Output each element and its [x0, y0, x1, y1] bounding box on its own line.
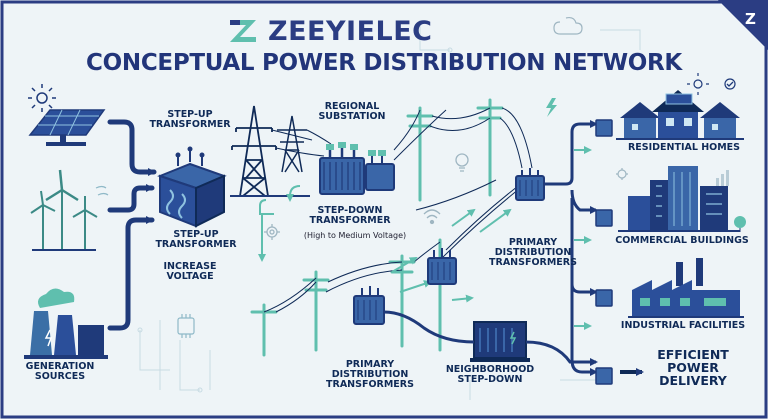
z-logo-icon	[230, 20, 256, 42]
corner-z-logo-icon: Z	[745, 10, 756, 28]
bar-chart-icon	[716, 170, 729, 186]
transmission-tower-small-icon	[277, 115, 307, 173]
label-step-down-transformer: STEP-DOWN TRANSFORMER	[309, 205, 391, 226]
label-industrial-facilities: INDUSTRIAL FACILITIES	[620, 320, 746, 331]
end-transformer-icons	[595, 119, 613, 385]
brand-name: ZEEYIELEC	[268, 16, 433, 47]
transmission-tower-icon	[231, 105, 277, 197]
label-efficient-power-delivery: EFFICIENT POWER DELIVERY	[657, 347, 729, 389]
label-step-up-transformer-bottom: STEP-UP TRANSFORMER	[155, 229, 237, 250]
label-primary-distribution-right: PRIMARY DISTRIBUTION TRANSFORMERS	[489, 237, 577, 268]
lightbulb-icon	[455, 153, 469, 172]
label-neighborhood-step-down: NEIGHBORHOOD STEP-DOWN	[445, 364, 535, 385]
corner-ribbon	[718, 0, 768, 50]
pole-transformer-2-icon	[427, 248, 457, 285]
sun-small-icon	[687, 73, 709, 95]
circuit-background-pattern	[137, 20, 641, 400]
label-increase-voltage: INCREASE VOLTAGE	[163, 261, 217, 282]
commercial-buildings-icon	[618, 166, 746, 232]
sun-icon	[28, 84, 56, 112]
source-arrows	[107, 119, 157, 331]
distribution-wires	[263, 107, 533, 313]
gear-small-icon	[616, 168, 628, 180]
label-residential-homes: RESIDENTIAL HOMES	[627, 142, 741, 153]
flow-arrows	[258, 185, 512, 303]
label-primary-distribution-bottom: PRIMARY DISTRIBUTION TRANSFORMERS	[326, 359, 414, 390]
pole-transformer-icon	[353, 286, 385, 325]
label-step-up-transformer-top: STEP-UP TRANSFORMER	[149, 109, 231, 130]
feeder-trunk	[544, 120, 598, 376]
residential-homes-icon	[616, 90, 744, 140]
cloud-icon	[553, 16, 583, 35]
feeder-teal	[574, 146, 592, 330]
bolt-icon	[546, 98, 557, 117]
label-step-down-note: (High to Medium Voltage)	[303, 231, 407, 240]
diagram-title: CONCEPTUAL POWER DISTRIBUTION NETWORK	[86, 50, 682, 76]
power-plant-icon	[24, 288, 108, 359]
gear-icon	[264, 224, 280, 240]
label-regional-substation: REGIONAL SUBSTATION	[318, 101, 386, 122]
solar-panel-icon	[28, 109, 106, 146]
checkmark-icon	[724, 78, 736, 90]
chip-icon	[177, 314, 195, 338]
wind-turbine-icon	[30, 169, 109, 251]
primary-distribution-transformer-icon	[515, 168, 545, 201]
wifi-icon	[423, 209, 441, 225]
step-up-transformer-icon	[157, 146, 227, 228]
bottom-routing-lines	[383, 310, 598, 366]
transmission-lines	[271, 129, 332, 157]
label-commercial-buildings: COMMERCIAL BUILDINGS	[615, 235, 749, 246]
industrial-facilities-icon	[628, 258, 744, 318]
substation-transformer-icon	[319, 142, 395, 195]
pad-mount-transformer-icon	[470, 321, 530, 362]
label-generation-sources: GENERATION SOURCES	[25, 361, 95, 382]
